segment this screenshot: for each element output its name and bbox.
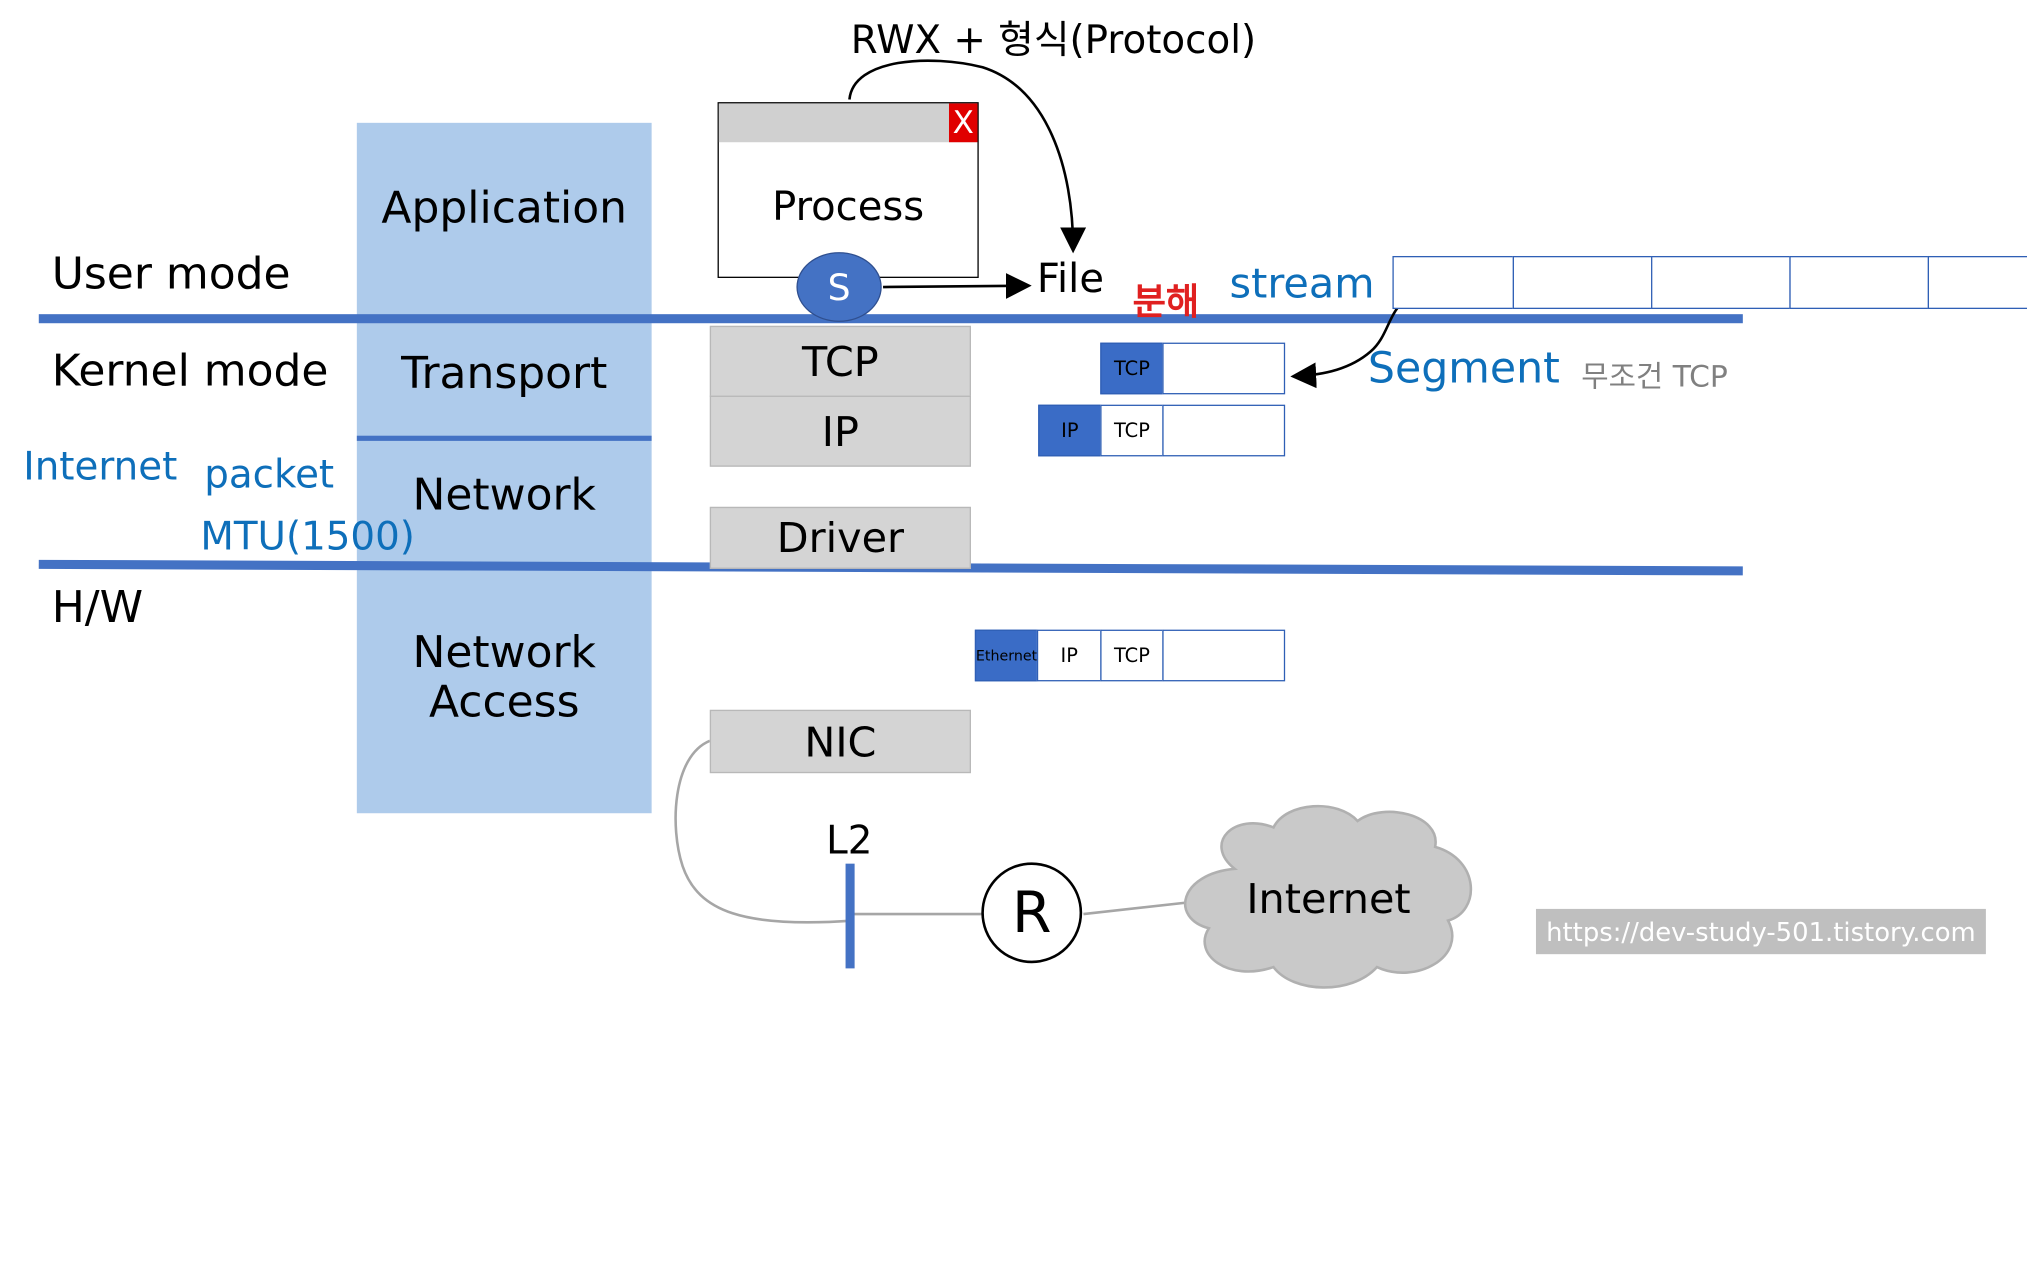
internet-layer-label: Internet — [23, 444, 178, 491]
internet-cloud-label: Internet — [1246, 874, 1411, 924]
segment-payload — [1162, 342, 1286, 395]
process-titlebar — [718, 103, 978, 143]
rwx-protocol-label: RWX + 형식(Protocol) — [850, 18, 1257, 64]
nic-cable — [674, 739, 854, 924]
stream-cell — [1927, 255, 2027, 310]
frame-payload — [1162, 629, 1286, 682]
stream-cell — [1392, 255, 1514, 310]
watermark: https://dev-study-501.tistory.com — [1535, 908, 1986, 955]
router-icon: R — [981, 862, 1083, 964]
internet-cloud-icon — [1183, 804, 1472, 989]
process-window: X Process — [717, 102, 979, 278]
packet-payload — [1162, 404, 1286, 457]
frame-tcp-header: TCP — [1100, 629, 1164, 682]
process-title: Process — [772, 183, 925, 231]
layer-divider — [356, 435, 652, 441]
mtu-label: MTU(1500) — [200, 514, 415, 560]
user-kernel-boundary — [38, 314, 1743, 324]
segment-tcp-header: TCP — [1100, 342, 1164, 395]
user-mode-label: User mode — [51, 248, 291, 300]
frame-ip-header: IP — [1036, 629, 1102, 682]
protocol-arrow — [848, 59, 1087, 254]
packet-tcp-header: TCP — [1100, 404, 1164, 457]
driver-block: Driver — [709, 506, 971, 569]
layer-network-access-line1: Network — [412, 627, 597, 679]
stream-label: stream — [1229, 258, 1375, 308]
layer-network-access: Network Access — [357, 627, 652, 729]
layer-network-access-line2: Access — [428, 676, 580, 729]
hw-label: H/W — [51, 581, 144, 634]
nic-block: NIC — [709, 709, 971, 774]
stream-cell — [1789, 255, 1930, 310]
socket-to-file-arrow — [883, 272, 1032, 299]
router-cloud-link — [1083, 899, 1200, 916]
layer-transport: Transport — [401, 347, 608, 400]
switch-label: L2 — [826, 818, 873, 864]
arrows-layer — [674, 59, 1472, 989]
segment-note: 무조건 TCP — [1581, 360, 1728, 395]
l2-switch-bar — [845, 863, 855, 969]
socket-icon: S — [796, 252, 882, 322]
packet-ip-header: IP — [1038, 404, 1102, 457]
layer-network: Network — [412, 469, 597, 522]
layer-application: Application — [381, 182, 628, 235]
close-icon[interactable]: X — [948, 103, 978, 143]
ip-block: IP — [709, 395, 971, 467]
decompose-label: 분해 — [1132, 280, 1200, 324]
frame-ethernet-header: Ethernet — [974, 629, 1039, 682]
packet-label: packet — [204, 452, 335, 498]
tcp-block: TCP — [709, 325, 971, 397]
stream-cell — [1512, 255, 1653, 310]
segment-label: Segment — [1367, 342, 1560, 394]
stream-cell — [1651, 255, 1791, 310]
file-label: File — [1036, 255, 1104, 303]
osi-layer-column — [356, 122, 652, 814]
kernel-mode-label: Kernel mode — [51, 345, 329, 397]
